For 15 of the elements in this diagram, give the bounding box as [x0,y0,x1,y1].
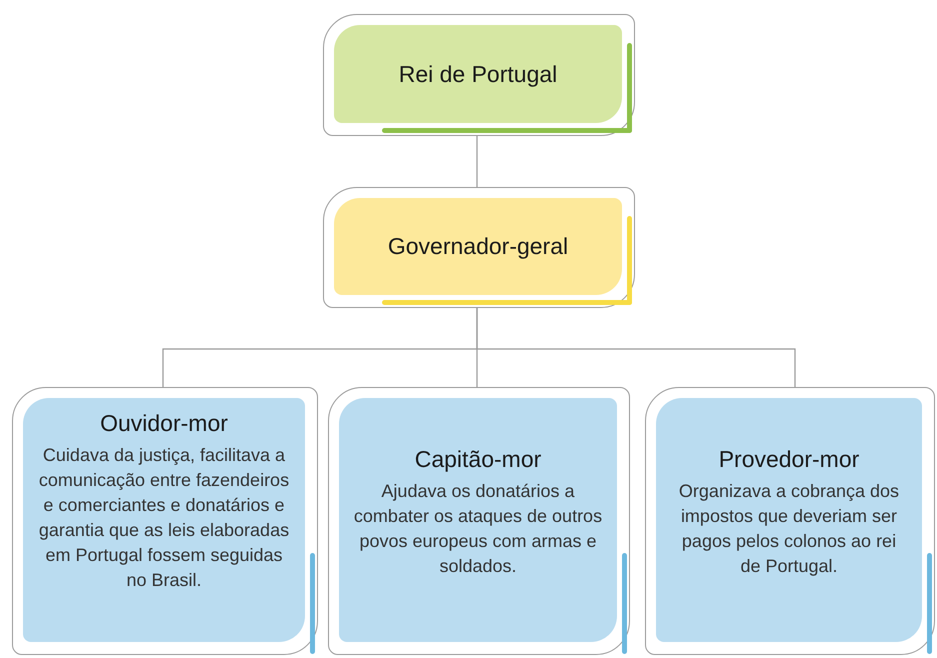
card-title: Rei de Portugal [398,60,558,88]
connector-line [476,308,796,387]
card-description: Cuidava da justiça, facilitava a comunicação entre fazendeiros e comerciantes e donatários e garantia que as leis elaboradas em Portugal fossem seguidas no Brasil. [38,444,290,592]
card-description: Ajudava os donatários a combater os ataques de outros povos europeus com armas e soldados. [353,480,603,578]
card-title: Provedor-mor [718,446,860,473]
card-description: Organizava a cobrança dos impostos que deveriam ser pagos pelos colonos ao rei de Portugal. [678,480,900,578]
org-card [323,187,635,308]
org-card [323,14,635,136]
card-title: Governador-geral [388,233,568,260]
org-card [645,387,935,655]
card-title: Capitão-mor [414,446,542,473]
org-card [12,387,318,655]
connector-line [476,136,478,187]
card-title: Ouvidor-mor [100,410,228,437]
org-card [328,387,630,655]
